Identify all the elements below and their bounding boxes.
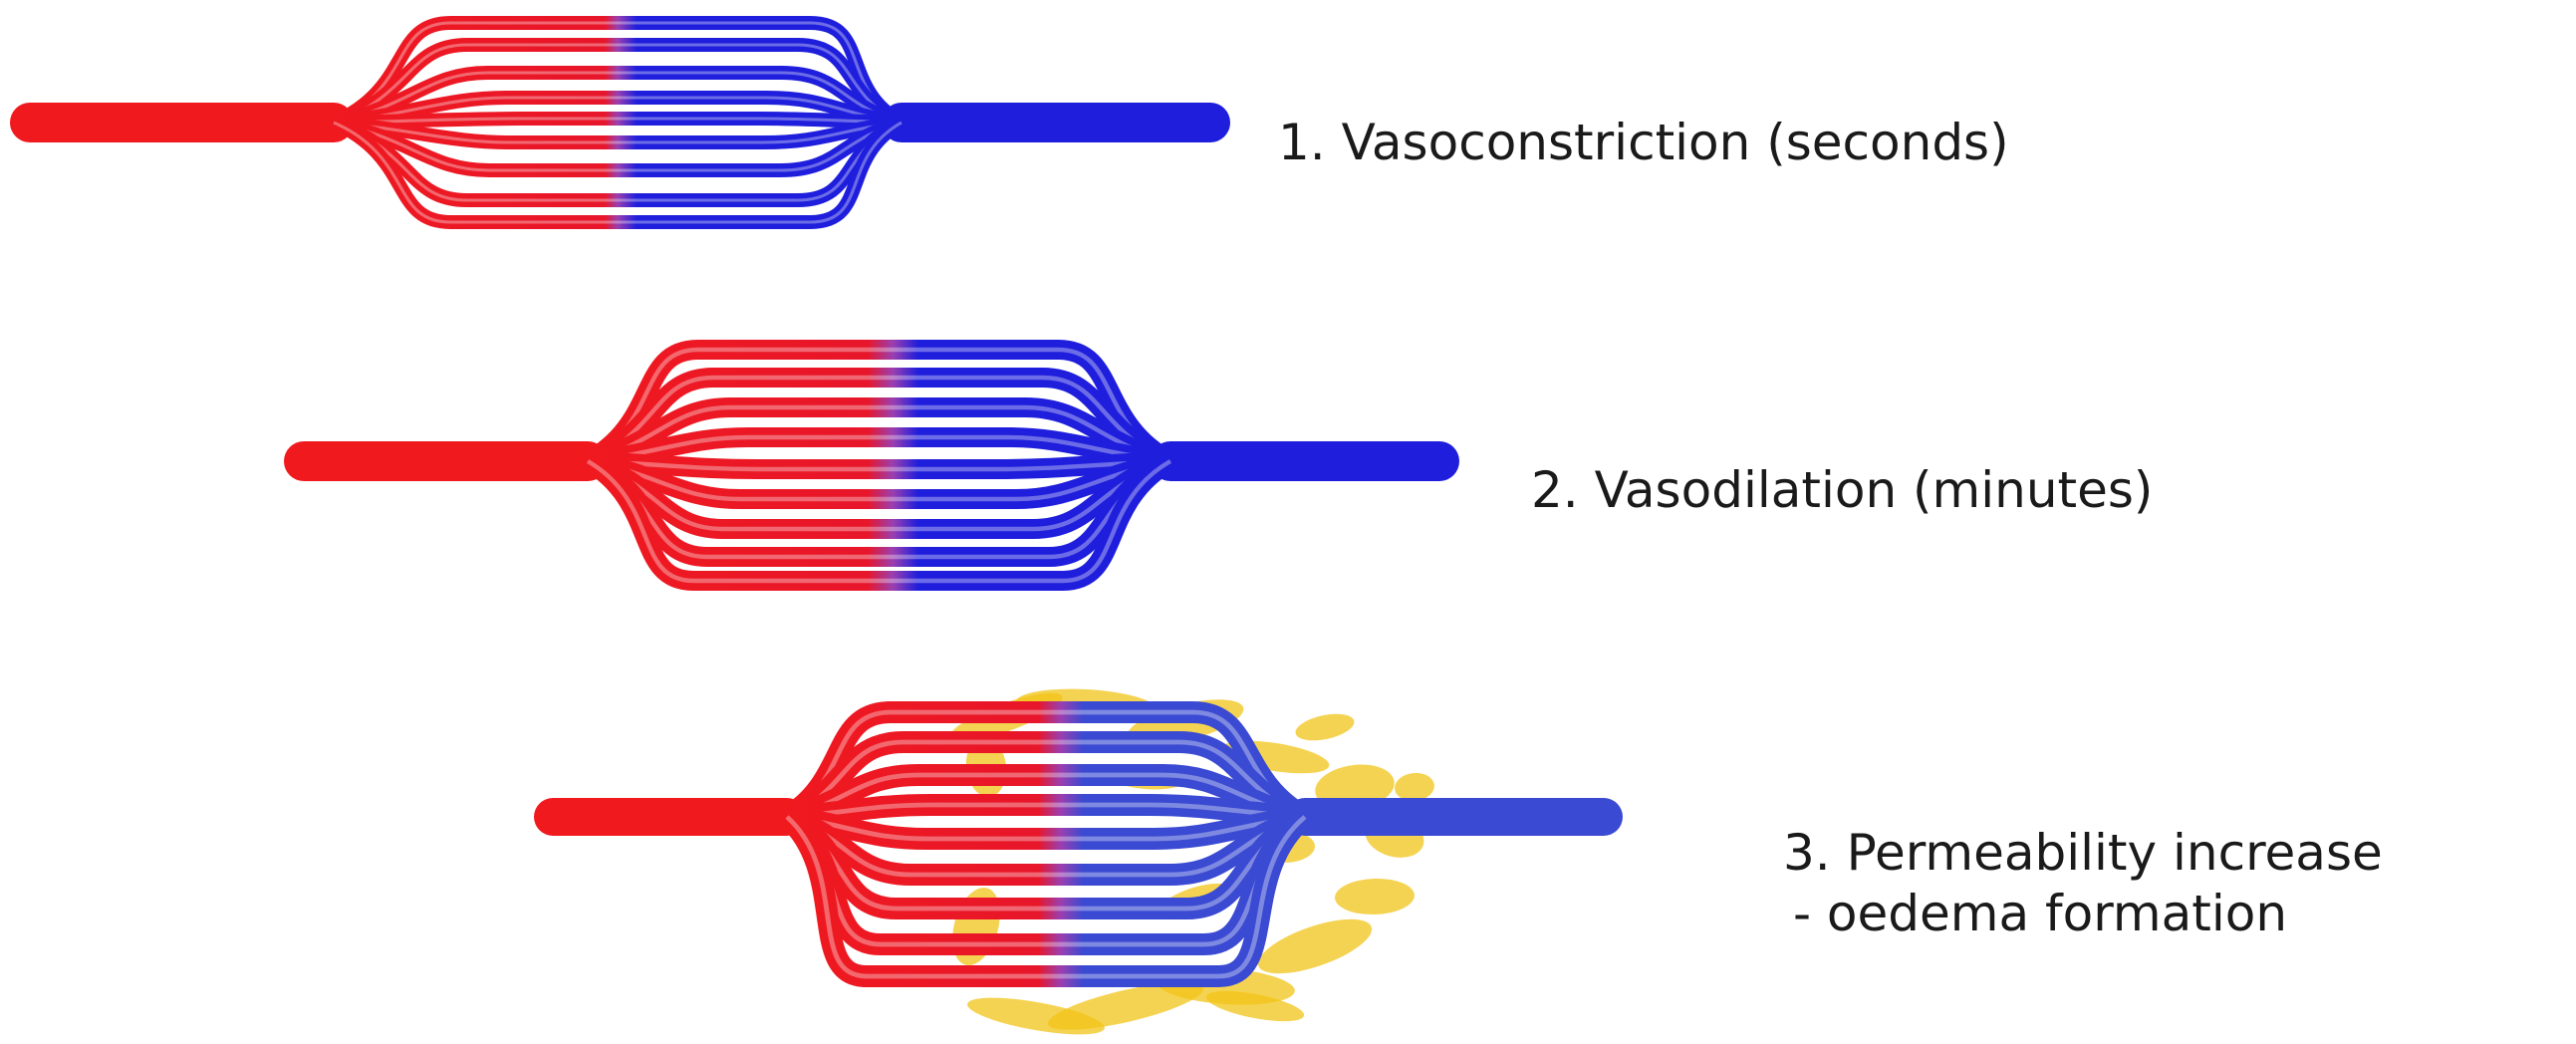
vasoconstriction-capillary-network (30, 23, 1210, 222)
vasodilation-capillary-network (304, 350, 1439, 581)
oedema-patch (1293, 709, 1357, 745)
oedema-patch (1334, 878, 1415, 916)
oedema-patch (944, 882, 1008, 970)
stage-3-label: 3. Permeability increase - oedema format… (1783, 823, 2383, 944)
stage-2-label: 2. Vasodilation (minutes) (1531, 460, 2153, 521)
stage-1-label: 1. Vasoconstriction (seconds) (1278, 113, 2009, 173)
capillary-branch (787, 817, 1305, 839)
permeability-capillary-network (553, 712, 1604, 976)
stage-3-label-line1: 3. Permeability increase (1783, 824, 2383, 882)
oedema-patch (1252, 909, 1378, 985)
stage-3-label-line2: - oedema formation (1783, 884, 2383, 944)
